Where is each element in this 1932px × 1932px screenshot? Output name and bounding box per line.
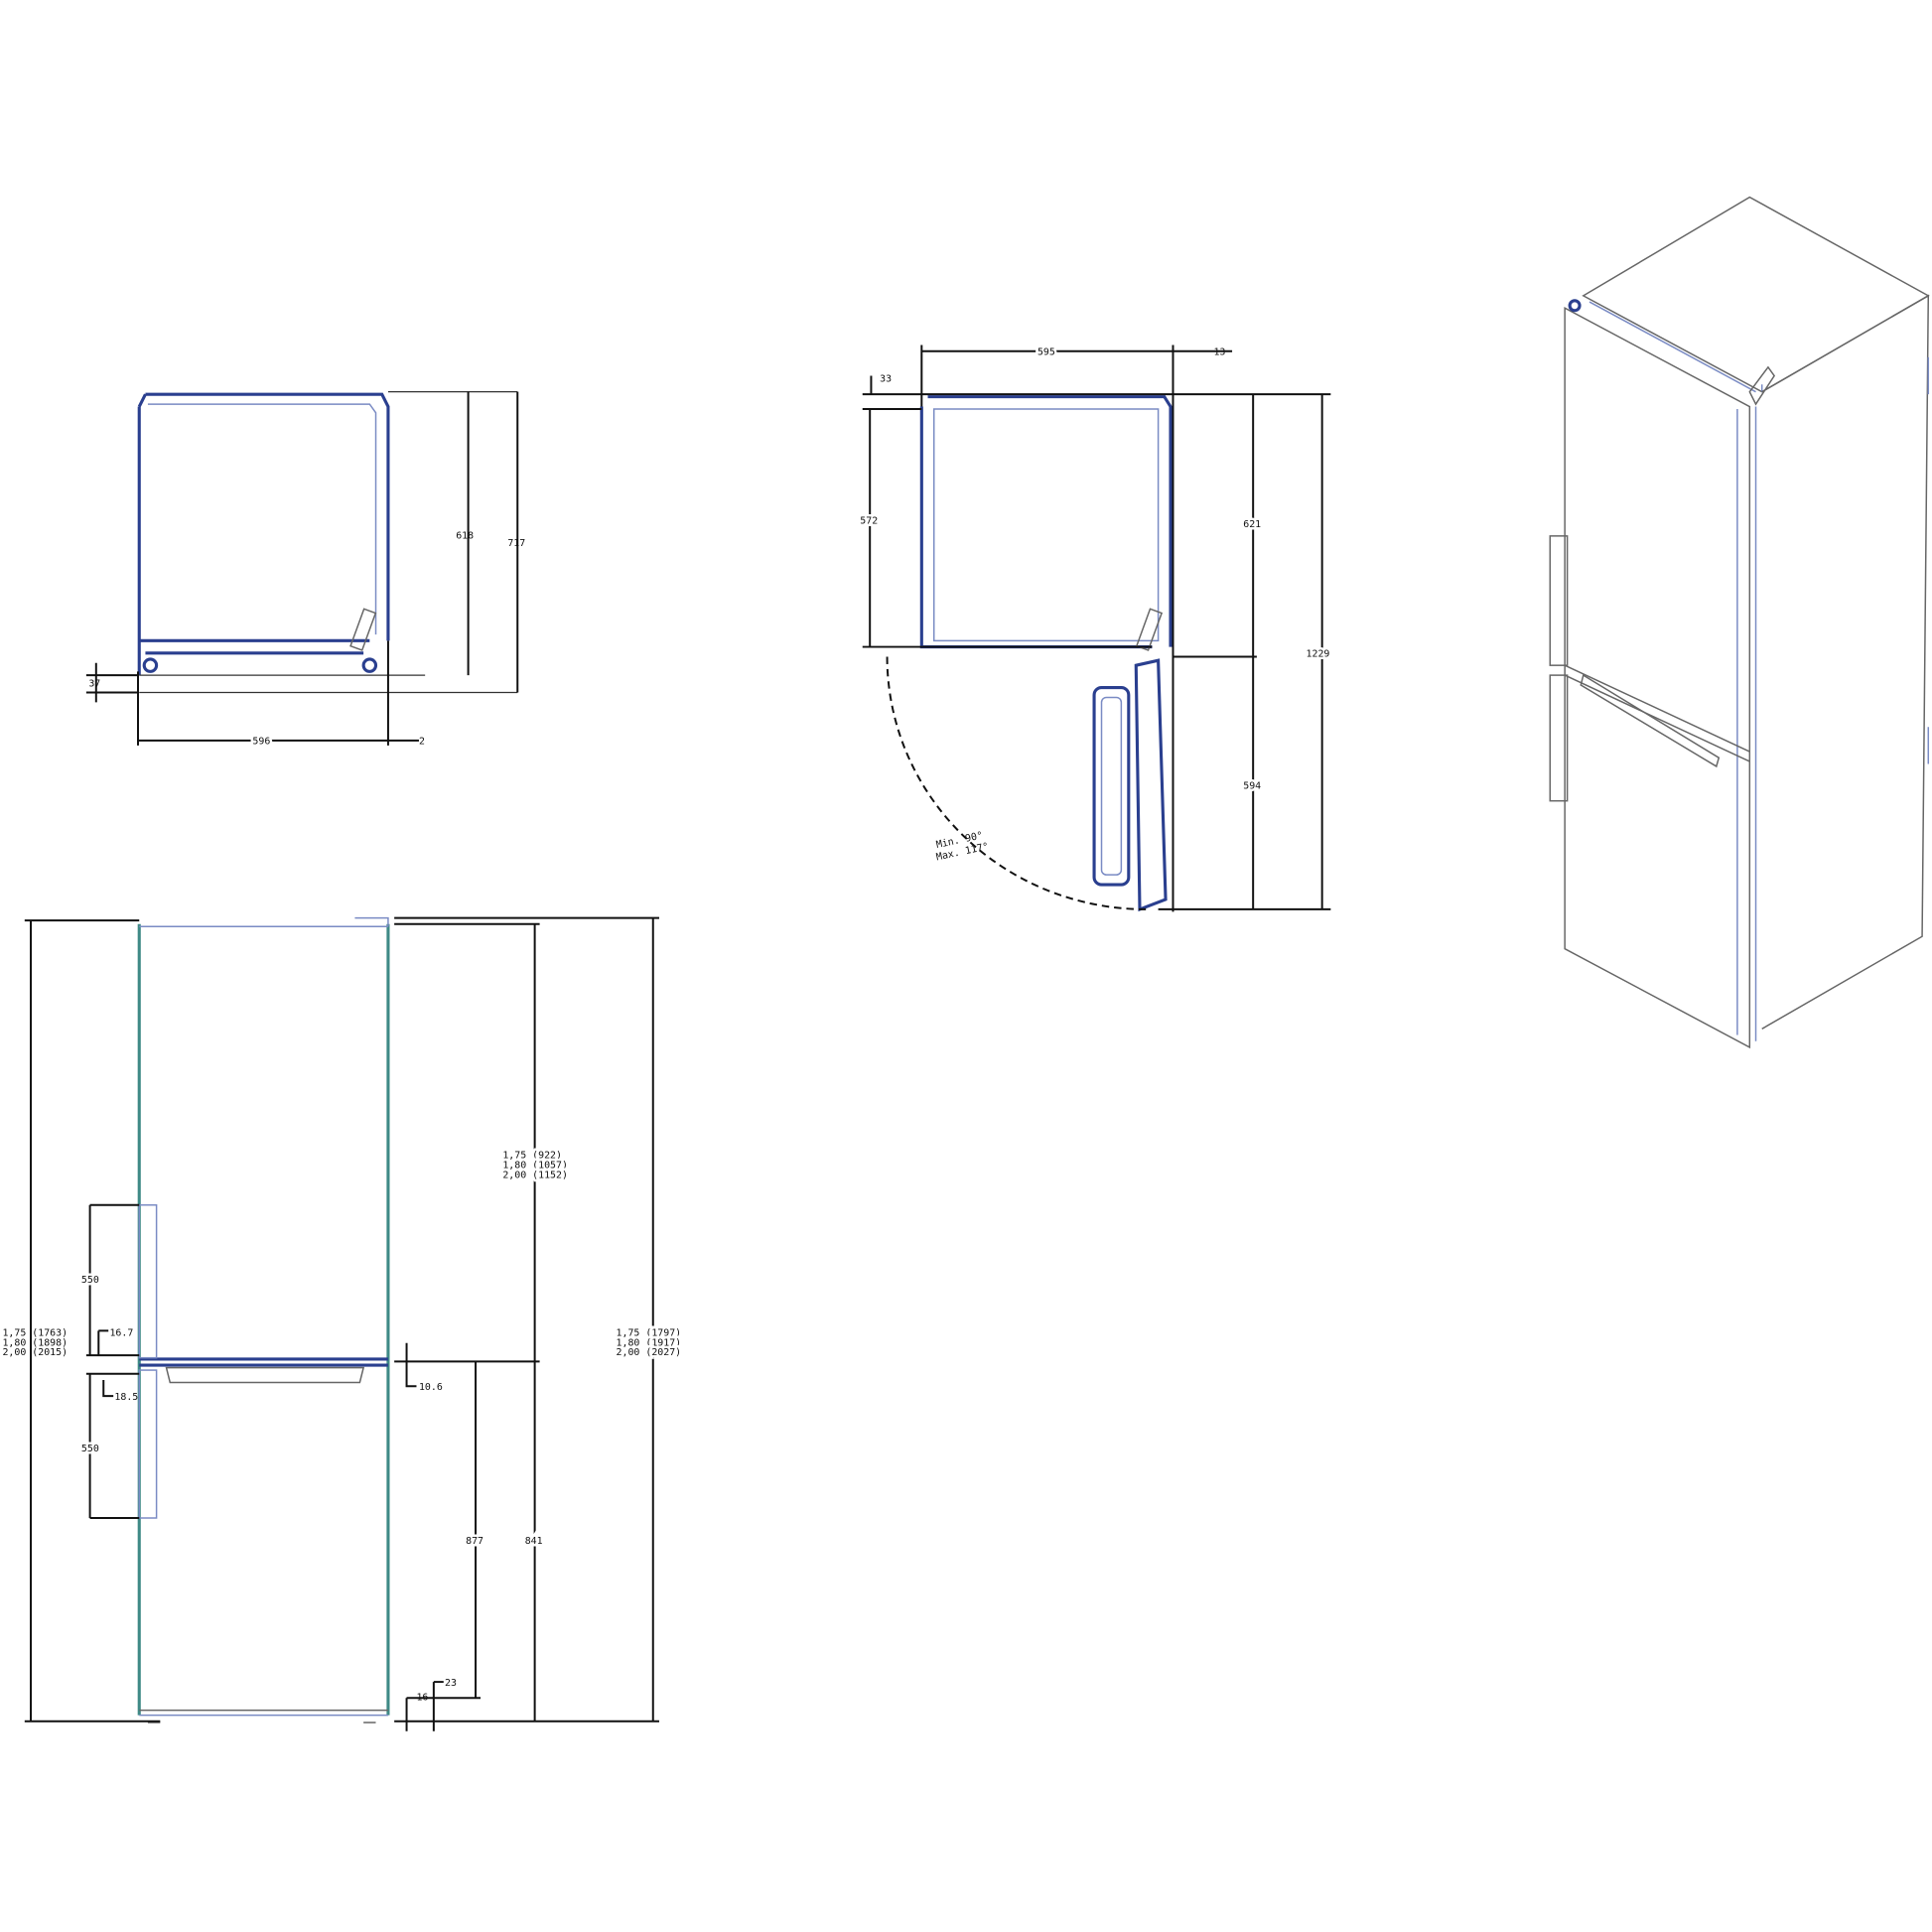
total-height-right-2: 1,80 (1917): [617, 1337, 682, 1348]
dim-foot-a: 16: [416, 1693, 428, 1704]
top-view-open: 595 13 33 572 621 594 1229 Min. 90° Max.…: [858, 345, 1332, 912]
dim-front-offset: 33: [880, 374, 892, 385]
dim-hinge-offset: 13: [1213, 346, 1225, 357]
total-height-left-2: 1,80 (1898): [2, 1337, 68, 1348]
upper-height-3: 2,00 (1152): [502, 1170, 568, 1180]
dim-upper-handle: 550: [81, 1275, 99, 1286]
dim-gap-lower: 18.5: [114, 1392, 138, 1403]
dim-inner-depth: 572: [860, 515, 878, 526]
dim-side-clearance: 2: [419, 737, 425, 748]
dim-width: 595: [1037, 346, 1055, 357]
dim-foot-b: 23: [445, 1678, 457, 1689]
dim-total-depth: 1229: [1307, 648, 1330, 659]
total-height-left-3: 2,00 (2015): [2, 1347, 68, 1358]
upper-height-1: 1,75 (922): [502, 1151, 562, 1162]
upper-height-2: 1,80 (1057): [502, 1161, 568, 1172]
dim-divider-offset: 10.6: [419, 1382, 443, 1393]
dim-depth-body: 621: [1243, 519, 1261, 530]
total-height-right-3: 2,00 (2027): [617, 1347, 682, 1358]
front-view: 1,75 (1763) 1,80 (1898) 2,00 (2015) 1,75…: [2, 916, 684, 1731]
isometric-view: [1549, 196, 1930, 1049]
top-view-closed: 618 717 37 596 2: [85, 391, 525, 750]
total-height-right-1: 1,75 (1797): [617, 1327, 682, 1338]
dim-lower-height: 841: [525, 1536, 543, 1547]
dim-depth-body: 618: [456, 530, 474, 541]
dim-width: 596: [252, 737, 270, 748]
dim-gap-upper: 16.7: [109, 1327, 133, 1338]
total-height-left-1: 1,75 (1763): [2, 1327, 68, 1338]
dim-lower-handle: 550: [81, 1444, 99, 1454]
dim-door-swing: 594: [1243, 780, 1261, 791]
dim-depth-total: 717: [507, 538, 525, 549]
dim-lower-door: 877: [466, 1536, 483, 1547]
dim-rear-offset: 37: [88, 678, 100, 689]
